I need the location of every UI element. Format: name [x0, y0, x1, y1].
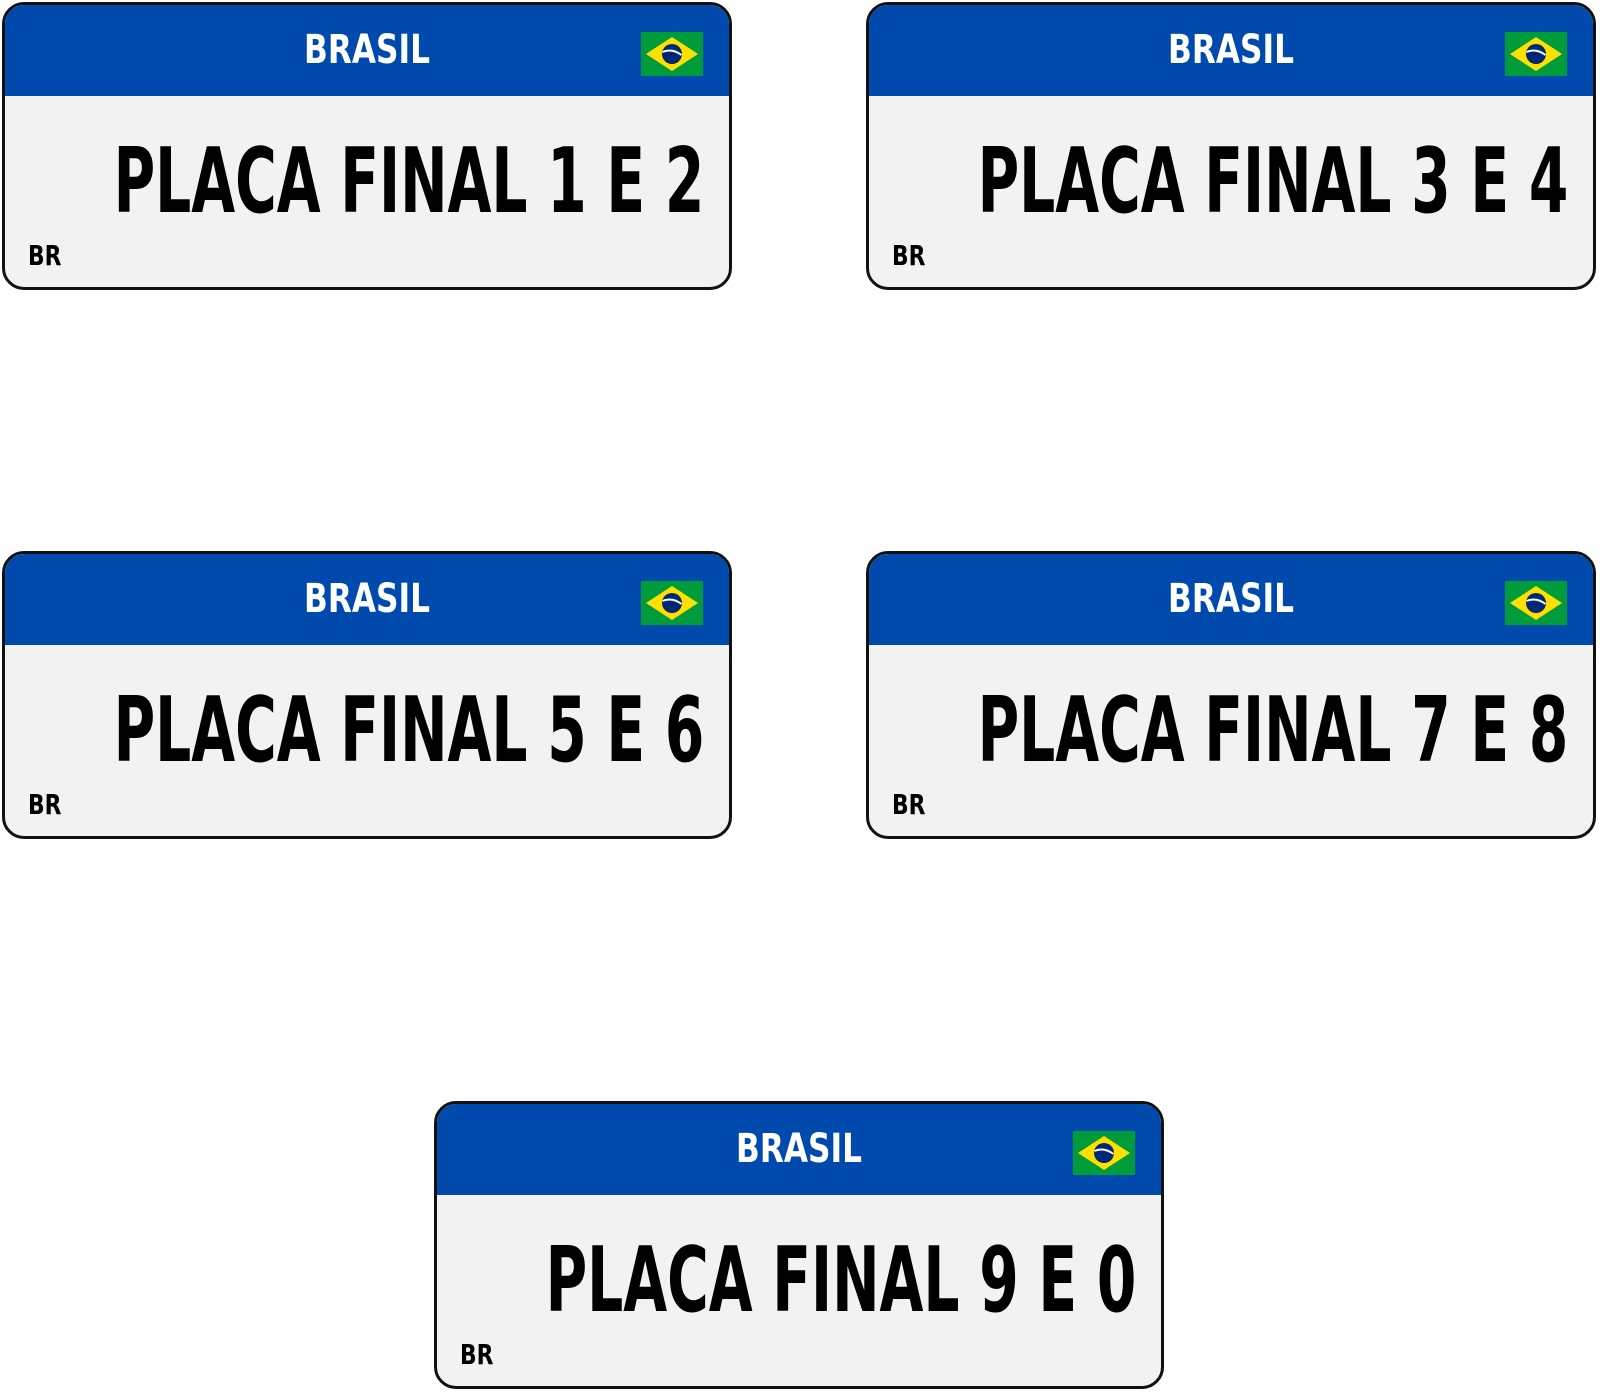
plate-header — [5, 554, 729, 645]
license-plate-2: BRASIL PLACA FINAL 3 E 4 BR — [866, 2, 1596, 290]
brazil-flag-icon — [641, 32, 703, 76]
plate-country-label: BRASIL — [304, 27, 430, 73]
license-plate-4: BRASIL PLACA FINAL 7 E 8 BR — [866, 551, 1596, 839]
plate-country-label: BRASIL — [1168, 27, 1294, 73]
plate-country-code: BR — [892, 788, 926, 821]
license-plate-3: BRASIL PLACA FINAL 5 E 6 BR — [2, 551, 732, 839]
plate-main-text: PLACA FINAL 1 E 2 — [113, 129, 705, 234]
license-plate-5: BRASIL PLACA FINAL 9 E 0 BR — [434, 1101, 1164, 1389]
plate-country-label: BRASIL — [1168, 576, 1294, 622]
plate-header — [869, 554, 1593, 645]
brazil-flag-icon — [1505, 32, 1567, 76]
plate-country-code: BR — [28, 788, 62, 821]
brazil-flag-icon — [1073, 1131, 1135, 1175]
plate-header — [5, 5, 729, 96]
brazil-flag-icon — [641, 581, 703, 625]
plate-country-code: BR — [892, 239, 926, 272]
plate-country-label: BRASIL — [304, 576, 430, 622]
brazil-flag-icon — [1505, 581, 1567, 625]
license-plate-1: BRASIL PLACA FINAL 1 E 2 BR — [2, 2, 732, 290]
plate-main-text: PLACA FINAL 7 E 8 — [977, 678, 1569, 783]
plate-country-code: BR — [460, 1338, 494, 1371]
plate-main-text: PLACA FINAL 9 E 0 — [545, 1228, 1137, 1333]
plate-header — [869, 5, 1593, 96]
plate-country-label: BRASIL — [736, 1126, 862, 1172]
plate-main-text: PLACA FINAL 3 E 4 — [977, 129, 1569, 234]
plate-main-text: PLACA FINAL 5 E 6 — [113, 678, 705, 783]
plate-country-code: BR — [28, 239, 62, 272]
plate-header — [437, 1104, 1161, 1195]
